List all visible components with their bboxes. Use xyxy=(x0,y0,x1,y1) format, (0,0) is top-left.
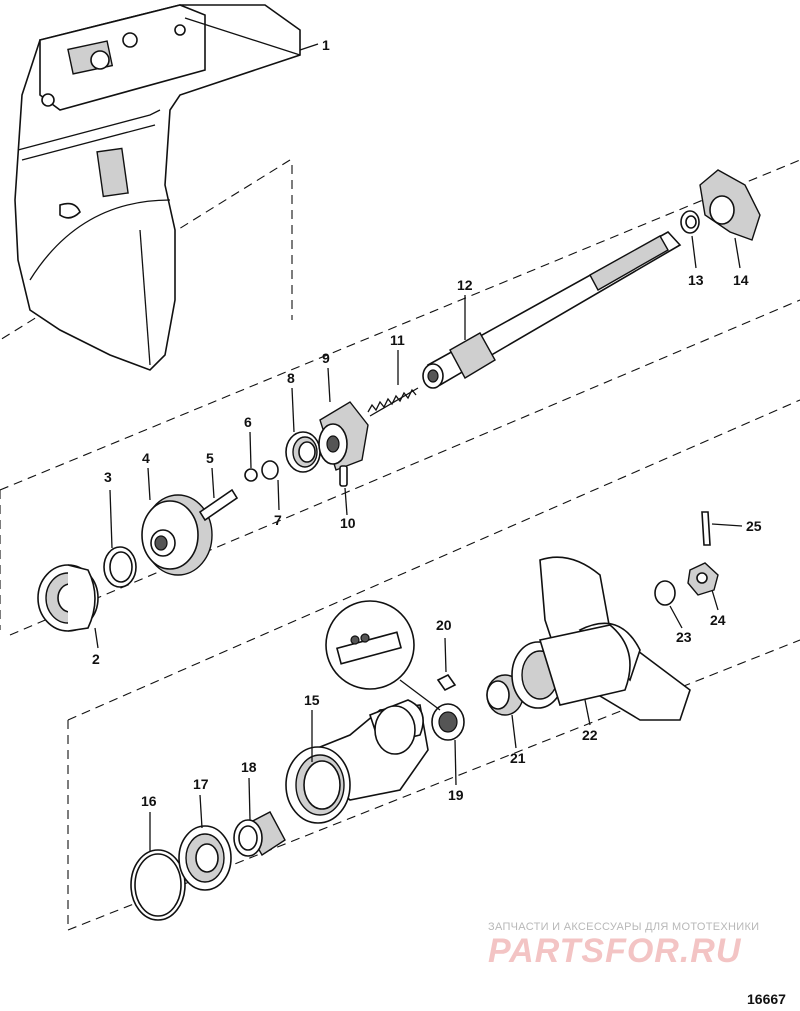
nut-part-24 xyxy=(687,562,719,596)
screw-part-20 xyxy=(436,673,457,692)
spring-part-11 xyxy=(367,387,419,417)
leader-lines xyxy=(94,43,743,852)
drawing-number: 16667 xyxy=(747,991,786,1007)
detail-inset xyxy=(325,600,441,711)
gear-housing-part xyxy=(14,4,301,371)
part-label-22: 22 xyxy=(582,727,598,743)
part-label-10: 10 xyxy=(340,515,356,531)
propeller-shaft-part-12 xyxy=(422,230,682,389)
part-label-14: 14 xyxy=(733,272,749,288)
part-label-3: 3 xyxy=(104,469,112,485)
o-ring-inner-16 xyxy=(134,853,182,917)
part-label-24: 24 xyxy=(710,612,726,628)
needle-bearing-part-18 xyxy=(233,811,286,857)
part-label-12: 12 xyxy=(457,277,473,293)
part-label-1: 1 xyxy=(322,37,330,53)
part-label-8: 8 xyxy=(287,370,295,386)
seal-part-19 xyxy=(431,703,465,741)
part-number-labels: 1 2 3 4 5 6 7 8 9 10 11 12 13 14 15 16 1… xyxy=(92,37,762,809)
part-label-19: 19 xyxy=(448,787,464,803)
part-label-4: 4 xyxy=(142,450,150,466)
bearing-part-2 xyxy=(37,564,99,632)
washer-part-23 xyxy=(654,580,676,606)
washer-inner-13 xyxy=(685,215,697,229)
part-label-15: 15 xyxy=(304,692,320,708)
part-label-6: 6 xyxy=(244,414,252,430)
part-label-2: 2 xyxy=(92,651,100,667)
part-label-23: 23 xyxy=(676,629,692,645)
pinion-gear-part-4 xyxy=(141,494,213,576)
part-label-7: 7 xyxy=(274,512,282,528)
part-label-20: 20 xyxy=(436,617,452,633)
part-label-9: 9 xyxy=(322,350,330,366)
forward-gear-part-14 xyxy=(699,169,761,241)
bearing-carrier-part-15 xyxy=(285,699,429,824)
part-label-13: 13 xyxy=(688,272,704,288)
watermark-brand: PARTSFOR.RU xyxy=(488,932,742,970)
cotter-pin-part-25 xyxy=(701,511,711,546)
ring-inner-3 xyxy=(109,551,133,583)
part-label-17: 17 xyxy=(193,776,209,792)
pin-part-10 xyxy=(339,465,348,487)
watermark-caption: ЗАПЧАСТИ И АКСЕССУАРЫ ДЛЯ МОТОТЕХНИКИ xyxy=(488,921,759,933)
part-label-16: 16 xyxy=(141,793,157,809)
ring-part-8 xyxy=(285,431,321,473)
ball-part-6 xyxy=(244,468,258,482)
bearing-part-17 xyxy=(178,825,232,891)
clutch-part-9 xyxy=(318,401,369,471)
part-label-25: 25 xyxy=(746,518,762,534)
propeller-part-22 xyxy=(511,556,691,721)
part-label-21: 21 xyxy=(510,750,526,766)
spacer-part-7 xyxy=(261,460,279,480)
part-label-5: 5 xyxy=(206,450,214,466)
watermark: ЗАПЧАСТИ И АКСЕССУАРЫ ДЛЯ МОТОТЕХНИКИ PA… xyxy=(488,921,759,970)
part-label-11: 11 xyxy=(390,332,405,348)
pin-part-5 xyxy=(198,488,239,522)
part-label-18: 18 xyxy=(241,759,257,775)
